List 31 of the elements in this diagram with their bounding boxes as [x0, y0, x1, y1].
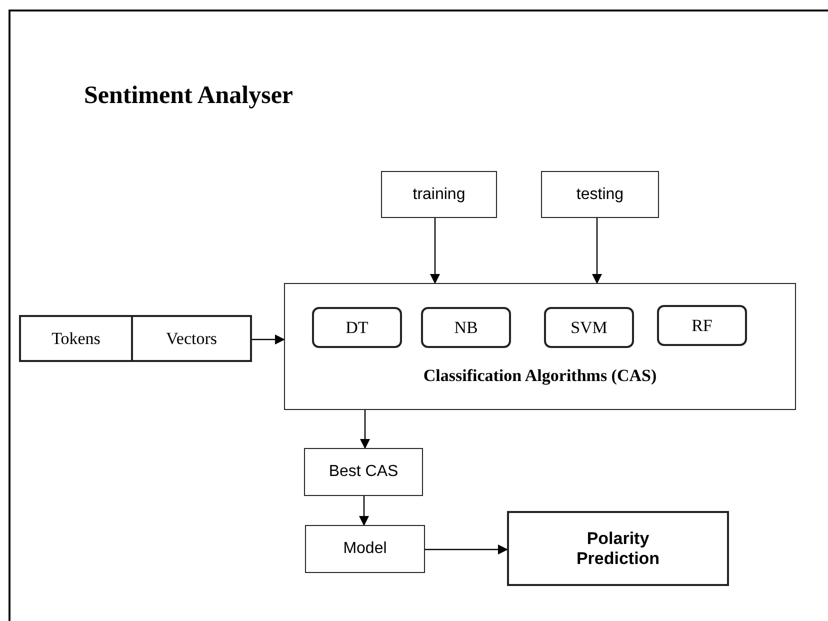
arrow: [430, 218, 440, 284]
process-box: [381, 171, 497, 218]
box-label: RF: [692, 316, 712, 336]
arrow: [252, 334, 285, 344]
box-label: NB: [454, 318, 478, 338]
title: Sentiment Analyser: [84, 82, 294, 110]
process-box: [305, 525, 425, 573]
box-label: DT: [346, 318, 368, 338]
box-label: training: [412, 186, 466, 204]
box-label: Polarity Prediction: [575, 528, 661, 568]
arrow: [359, 496, 369, 526]
arrow: [592, 218, 602, 284]
output-box: [507, 511, 729, 586]
process-box: [131, 315, 252, 362]
algorithm-box: [544, 307, 634, 348]
process-box: [541, 171, 659, 218]
box-label: SVM: [570, 318, 608, 338]
arrow: [425, 544, 508, 554]
group-box: [284, 283, 796, 410]
group-label: Classification Algorithms (CAS): [422, 366, 658, 386]
box-label: Tokens: [52, 328, 100, 348]
algorithm-box: [657, 305, 747, 346]
box-label: testing: [576, 186, 624, 204]
box-label: Model: [343, 540, 387, 558]
arrow: [360, 410, 370, 449]
box-label: Best CAS: [328, 463, 398, 481]
algorithm-box: [312, 307, 402, 348]
box-label: Vectors: [166, 328, 217, 348]
process-box: [19, 315, 133, 362]
algorithm-box: [421, 307, 511, 348]
process-box: [304, 448, 423, 496]
